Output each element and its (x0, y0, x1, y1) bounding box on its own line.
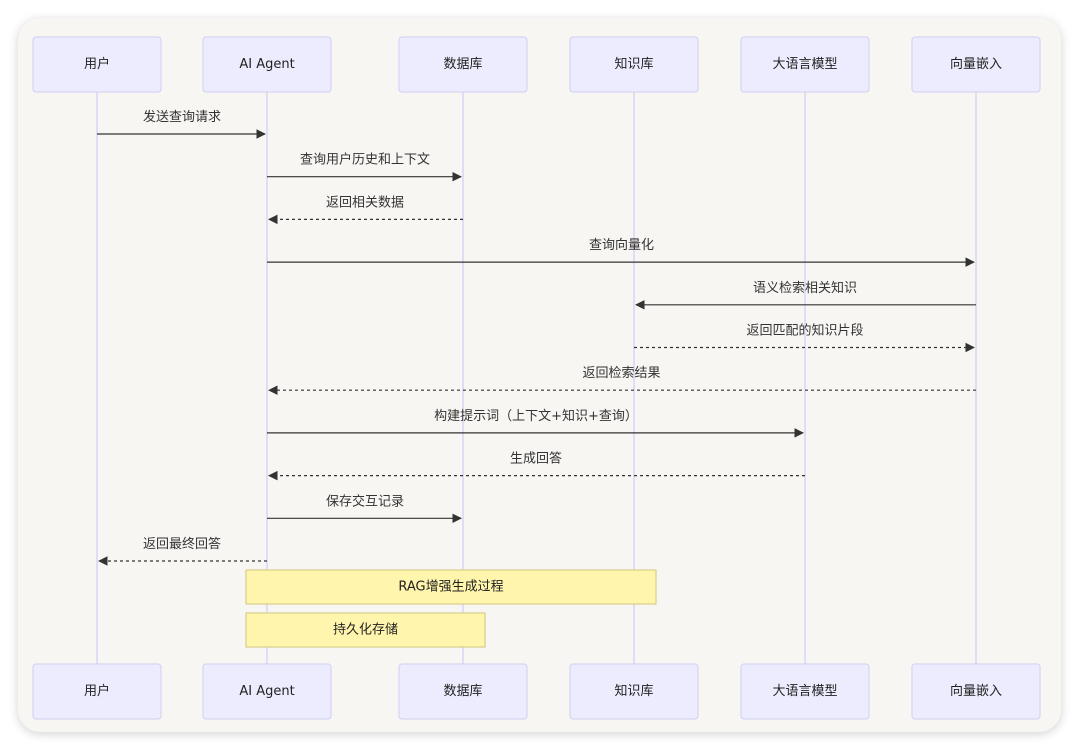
message: 返回最终回答 (98, 536, 267, 566)
note-box (245, 569, 657, 605)
note: 持久化存储 (245, 612, 486, 648)
actor-label: 大语言模型 (772, 684, 837, 699)
message-label: 返回相关数据 (326, 195, 404, 210)
actor-box (32, 663, 162, 720)
actor-label: 向量嵌入 (950, 56, 1002, 72)
actor-label: AI Agent (239, 57, 294, 72)
actor-top: 大语言模型 (740, 36, 870, 93)
actor-top: 数据库 (398, 36, 528, 93)
actor-box (398, 36, 528, 93)
message-label: 语义检索相关知识 (753, 280, 857, 296)
message: 查询向量化 (267, 237, 975, 267)
actor-label: 向量嵌入 (950, 683, 1002, 699)
message-label: 返回检索结果 (582, 366, 660, 381)
message-label: 返回匹配的知识片段 (746, 323, 863, 339)
actor-label: 知识库 (614, 56, 653, 72)
actor-top: 用户 (32, 36, 162, 93)
message: 保存交互记录 (267, 493, 462, 524)
actor-box (32, 36, 162, 93)
actor-box (911, 663, 1041, 720)
message-label: 构建提示词（上下文+知识+查询） (434, 408, 638, 424)
actor-top: AI Agent (202, 36, 332, 93)
actor-box (569, 663, 699, 720)
actor-label: 大语言模型 (772, 57, 837, 72)
message: 发送查询请求 (97, 109, 266, 139)
actor-label: 数据库 (443, 56, 482, 72)
actor-label: AI Agent (239, 684, 294, 699)
actor-top: 向量嵌入 (911, 36, 1041, 93)
message-label: 查询向量化 (589, 237, 654, 253)
diagram-card (18, 18, 1061, 732)
actor-label: 数据库 (443, 683, 482, 699)
message: 语义检索相关知识 (635, 280, 976, 310)
message-label: 发送查询请求 (143, 109, 221, 125)
actor-top: 知识库 (569, 36, 699, 93)
actor-box (202, 663, 332, 720)
message-label: 查询用户历史和上下文 (300, 152, 430, 168)
message: 查询用户历史和上下文 (267, 152, 462, 182)
message: 返回检索结果 (268, 366, 976, 396)
actor-label: 用户 (84, 683, 110, 699)
actor-box (740, 663, 870, 720)
actor-label: 知识库 (614, 683, 653, 699)
actor-bottom: AI Agent (202, 663, 332, 720)
actor-label: 用户 (84, 56, 110, 72)
actor-box (202, 36, 332, 93)
actor-box (398, 663, 528, 720)
note-label: RAG增强生成过程 (398, 580, 503, 595)
message-label: 返回最终回答 (143, 536, 221, 552)
actor-bottom: 用户 (32, 663, 162, 720)
message: 构建提示词（上下文+知识+查询） (267, 408, 804, 438)
actor-bottom: 大语言模型 (740, 663, 870, 720)
message-label: 生成回答 (510, 451, 562, 467)
actor-box (911, 36, 1041, 93)
note-box (245, 612, 486, 648)
message: 返回相关数据 (268, 195, 463, 225)
message: 生成回答 (268, 451, 805, 481)
note: RAG增强生成过程 (245, 569, 657, 605)
message: 返回匹配的知识片段 (634, 323, 975, 353)
actor-box (740, 36, 870, 93)
actor-bottom: 向量嵌入 (911, 663, 1041, 720)
actor-bottom: 数据库 (398, 663, 528, 720)
message-label: 保存交互记录 (326, 493, 404, 509)
actor-box (569, 36, 699, 93)
actor-bottom: 知识库 (569, 663, 699, 720)
note-label: 持久化存储 (333, 623, 398, 638)
